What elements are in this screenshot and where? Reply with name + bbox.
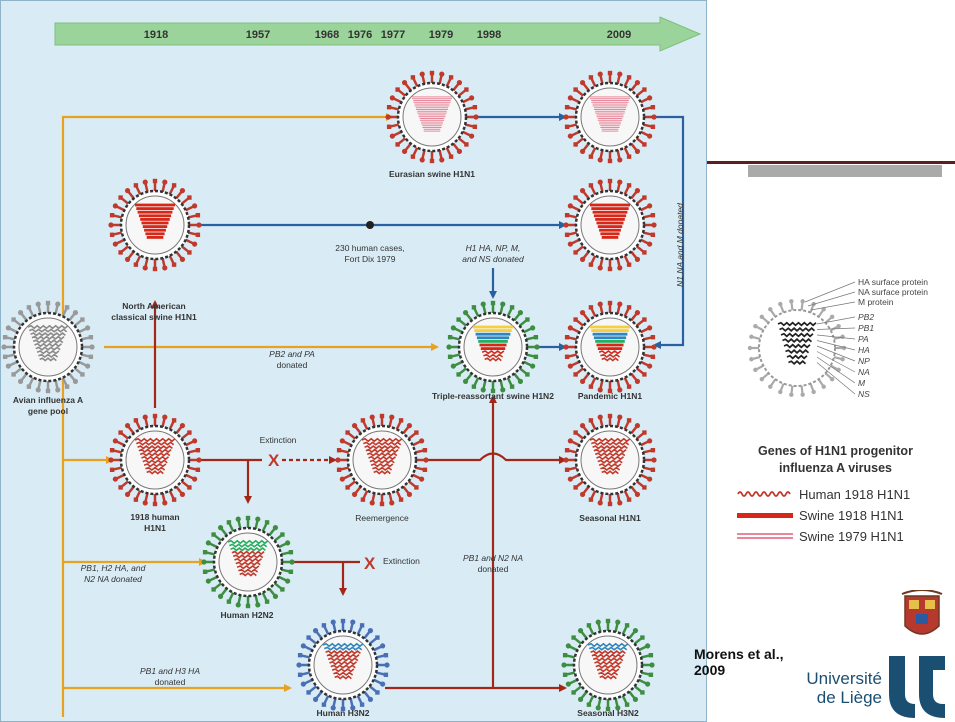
- virus-particle-seasonal-h3n2: [561, 618, 655, 712]
- gene-label: M: [858, 378, 866, 388]
- annotation-pb2-pa: donated: [277, 360, 308, 370]
- annotation-h1-donated: H1 HA, NP, M,: [466, 243, 521, 253]
- legend-item-human-1918: Human 1918 H1N1: [737, 484, 910, 504]
- gene-label: HA: [858, 345, 870, 355]
- annotation-pb1-n2: donated: [478, 564, 509, 574]
- gene-label: PB1: [858, 323, 874, 333]
- timeline-year: 1918: [144, 29, 168, 41]
- virus-label: Human H3N2: [317, 708, 370, 718]
- timeline-year: 2009: [607, 29, 631, 41]
- legend-title: Genes of H1N1 progenitor influenza A vir…: [723, 443, 948, 477]
- gene-label: M protein: [858, 297, 894, 307]
- gene-label: PB2: [858, 312, 874, 322]
- timeline-year: 1979: [429, 29, 453, 41]
- virus-particle-h2n2: [201, 515, 295, 609]
- university-line: de Liège: [816, 688, 882, 707]
- annotation-pb1-h2: PB1, H2 HA, and: [81, 563, 146, 573]
- annotation-fort-dix: 230 human cases,: [335, 243, 404, 253]
- annotation-pb1-h2: N2 NA donated: [84, 574, 142, 584]
- extinction-x-icon: X: [364, 554, 376, 573]
- citation: Morens et al., 2009: [694, 646, 783, 678]
- virus-label: 1918 human: [130, 512, 179, 522]
- annotation-pb2-pa: PB2 and PA: [269, 349, 315, 359]
- virus-particle-reemergence: [335, 413, 429, 507]
- timeline-year: 1968: [315, 29, 339, 41]
- wavy-line-swatch: [737, 491, 791, 497]
- annotation-extinction: Extinction: [383, 556, 420, 566]
- annotation-pb1-h3: PB1 and H3 HA: [140, 666, 200, 676]
- timeline-arrow: [54, 16, 702, 52]
- timeline-year: 1957: [246, 29, 270, 41]
- coat-of-arms-icon: [901, 590, 943, 635]
- influenza-reassortment-diagram: 1918 1957 1968 1976 1977 1979 1998 2009 …: [0, 0, 707, 722]
- virus-particle-h3n2: [296, 618, 390, 712]
- virus-label: classical swine H1N1: [111, 312, 197, 322]
- virus-particle-seasonal-h1n1: [563, 413, 657, 507]
- flow-arrow: [61, 113, 394, 300]
- gene-label: HA surface protein: [858, 278, 928, 287]
- virus-label: Triple-reassortant swine H1N2: [432, 391, 554, 401]
- virus-label: Pandemic H1N1: [578, 391, 643, 401]
- university-line: Université: [806, 669, 882, 688]
- divider-bar: [748, 165, 942, 177]
- virus-label: Seasonal H1N1: [579, 513, 641, 523]
- legend-item-swine-1979: Swine 1979 H1N1: [737, 526, 904, 546]
- timeline-year: 1998: [477, 29, 501, 41]
- virus-particle-avian: [1, 300, 95, 394]
- double-line-swatch: [737, 533, 793, 539]
- virus-label: Reemergence: [355, 513, 409, 523]
- virus-particle-pandemic: [563, 300, 657, 394]
- legend-label: Swine 1979 H1N1: [799, 528, 904, 544]
- gene-label: PA: [858, 334, 869, 344]
- virus-labels: Eurasian swine H1N1 North American class…: [13, 169, 643, 718]
- gene-label: NS: [858, 389, 870, 399]
- annotation-fort-dix: Fort Dix 1979: [344, 254, 395, 264]
- virus-particle-na-classical: [108, 178, 202, 272]
- virus-particle-triple: [446, 300, 540, 394]
- fort-dix-dot: [366, 221, 374, 229]
- citation-line: Morens et al.,: [694, 646, 784, 662]
- annotation-pb1-h3: donated: [155, 677, 186, 687]
- legend-label: Human 1918 H1N1: [799, 486, 911, 502]
- timeline-year: 1976: [348, 29, 372, 41]
- virus-particle-pandemic-top: [563, 70, 657, 164]
- annotations: 230 human cases, Fort Dix 1979 H1 HA, NP…: [81, 203, 685, 687]
- virus-label: H1N1: [144, 523, 166, 533]
- extinction-marks: X X: [268, 451, 376, 573]
- annotation-h1-donated: and NS donated: [462, 254, 524, 264]
- legend-title-line: Genes of H1N1 progenitor: [758, 444, 913, 458]
- virus-label: North American: [122, 301, 185, 311]
- annotation-n1-donated: N1 NA and M donated: [675, 203, 685, 287]
- university-name: Université de Liège: [800, 669, 882, 707]
- divider-line: [707, 161, 955, 164]
- virus-layer: [1, 70, 657, 712]
- virus-particle-swine-2009: [563, 178, 657, 272]
- virus-label: Seasonal H3N2: [577, 708, 639, 718]
- gene-label: NA: [858, 367, 870, 377]
- gene-label: NP: [858, 356, 870, 366]
- virus-particle-human-1918: [108, 413, 202, 507]
- legend-title-line: influenza A viruses: [779, 461, 892, 475]
- citation-line: 2009: [694, 662, 726, 678]
- annotation-pb1-n2: PB1 and N2 NA: [463, 553, 523, 563]
- flow-arrow: [650, 115, 685, 349]
- annotation-extinction: Extinction: [260, 435, 297, 445]
- virus-label: Human H2N2: [221, 610, 274, 620]
- gene-label: NA surface protein: [858, 287, 928, 297]
- ulg-logo-icon: [889, 656, 945, 718]
- extinction-x-icon: X: [268, 451, 280, 470]
- university-logo: [889, 590, 945, 718]
- legend-label: Swine 1918 H1N1: [799, 507, 904, 523]
- legend-item-swine-1918: Swine 1918 H1N1: [737, 505, 904, 525]
- timeline: 1918 1957 1968 1976 1977 1979 1998 2009: [54, 16, 702, 52]
- virus-label: Eurasian swine H1N1: [389, 169, 475, 179]
- virus-label: gene pool: [28, 406, 68, 416]
- solid-line-swatch: [737, 513, 793, 518]
- virus-particle-eurasian-1979: [385, 70, 479, 164]
- timeline-year: 1977: [381, 29, 405, 41]
- virus-label: Avian influenza A: [13, 395, 83, 405]
